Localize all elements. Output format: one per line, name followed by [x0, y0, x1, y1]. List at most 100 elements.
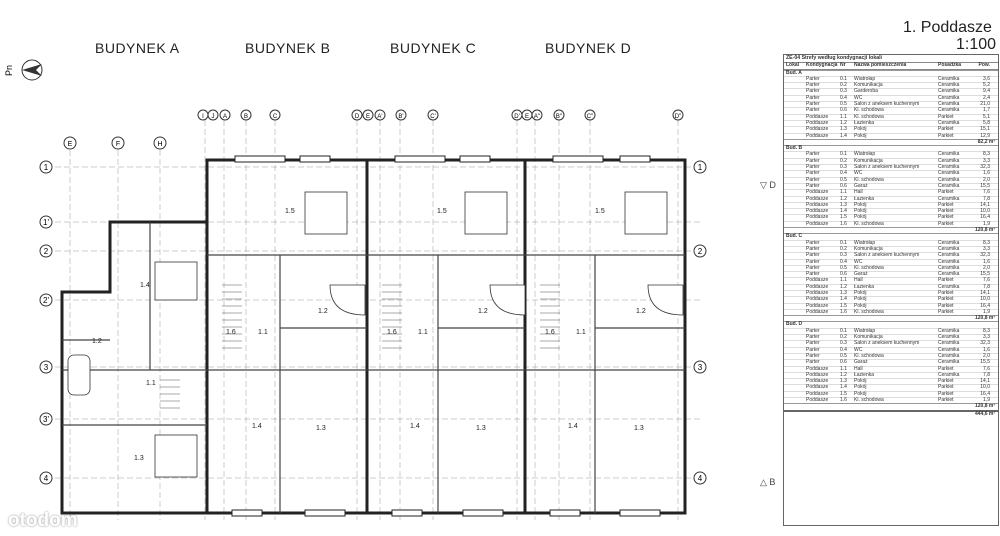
table-cell: 0.2: [840, 245, 847, 252]
grid-row-marker: 4: [39, 471, 53, 485]
table-cell: Wiatrołap: [854, 239, 876, 246]
table-cell: Parkiet: [938, 378, 954, 385]
table-cell: 0.4: [840, 94, 847, 101]
table-cell: Parkiet: [938, 214, 954, 221]
table-cell: 1.2: [840, 195, 847, 202]
table-cell: 0.4: [840, 170, 847, 177]
table-cell: 0.6: [840, 107, 847, 114]
table-cell: Wiatrołap: [854, 151, 876, 158]
bed-icon: [304, 191, 348, 235]
grid-row-marker: 4: [693, 471, 707, 485]
table-cell: Parkiet: [938, 296, 954, 303]
table-group-label: Bud. D: [784, 321, 998, 327]
north-arrow-icon: [22, 64, 42, 76]
table-cell: 15,5: [980, 182, 990, 189]
table-cell: Garderoba: [854, 88, 878, 95]
svg-text:1: 1: [698, 163, 703, 172]
table-cell: Poddasze: [806, 308, 829, 315]
table-cell: 0.1: [840, 75, 847, 82]
table-cell: 0.4: [840, 258, 847, 265]
table-cell: Pokój: [854, 289, 867, 296]
table-cell: Pokój: [854, 384, 867, 391]
table-cell: 1.4: [840, 132, 847, 139]
grid-col-marker: H: [153, 136, 167, 150]
grid-col-marker: D: [351, 109, 363, 121]
watermark: otodom: [8, 510, 78, 531]
table-cell: 32,3: [980, 340, 990, 347]
table-group-sum: 120,8 m²: [784, 227, 998, 233]
table-cell: Ceramika: [938, 346, 960, 353]
table-cell: 15,5: [980, 271, 990, 278]
table-cell: 1.6: [840, 220, 847, 227]
table-cell: Garaż: [854, 359, 868, 366]
table-cell: 1,9: [983, 220, 990, 227]
table-cell: Parkiet: [938, 201, 954, 208]
table-cell: Poddasze: [806, 220, 829, 227]
table-cell: Poddasze: [806, 390, 829, 397]
table-cell: Komunikacja: [854, 245, 883, 252]
table-cell: Ceramika: [938, 107, 960, 114]
table-cell: Parkiet: [938, 308, 954, 315]
svg-text:2: 2: [44, 247, 49, 256]
table-cell: 1.6: [840, 397, 847, 404]
table-cell: Parter: [806, 88, 820, 95]
table-cell: 7,6: [983, 277, 990, 284]
table-cell: Parkiet: [938, 208, 954, 215]
table-cell: Poddasze: [806, 132, 829, 139]
building-label-c: BUDYNEK C: [390, 40, 477, 56]
table-cell: Poddasze: [806, 126, 829, 133]
table-cell: Poddasze: [806, 296, 829, 303]
grid-col-marker: D": [672, 109, 684, 121]
windows: [231, 155, 661, 517]
table-cell: 12,9: [980, 132, 990, 139]
table-cell: Kl. schodowa: [854, 352, 884, 359]
table-cell: WC: [854, 170, 863, 177]
table-cell: Ceramika: [938, 151, 960, 158]
table-cell: 0.3: [840, 340, 847, 347]
room-label: 1.4: [568, 423, 578, 430]
table-cell: Parter: [806, 334, 820, 341]
table-cell: Łazienka: [854, 195, 875, 202]
grid-row-marker: 3: [39, 360, 53, 374]
table-cell: Parter: [806, 151, 820, 158]
table-cell: 1.4: [840, 384, 847, 391]
table-cell: Kl. schodowa: [854, 176, 884, 183]
table-cell: 3,6: [983, 75, 990, 82]
sheet-title: 1. Poddasze: [903, 19, 992, 36]
table-cell: Salon z aneksem kuchennym: [854, 340, 920, 347]
table-cell: Parter: [806, 264, 820, 271]
table-cell: Parkiet: [938, 384, 954, 391]
table-cell: 0.1: [840, 239, 847, 246]
grid-col-marker: D': [511, 109, 523, 121]
table-cell: 1,6: [983, 258, 990, 265]
table-cell: Poddasze: [806, 397, 829, 404]
table-cell: Ceramika: [938, 195, 960, 202]
table-cell: Poddasze: [806, 208, 829, 215]
bed-icon: [464, 191, 508, 235]
grid-col-marker: A': [374, 109, 386, 121]
table-cell: 8,3: [983, 151, 990, 158]
table-cell: Pokój: [854, 208, 867, 215]
table-cell: 7,6: [983, 189, 990, 196]
table-cell: Wiatrołap: [854, 75, 876, 82]
table-cell: Parkiet: [938, 397, 954, 404]
svg-text:1': 1': [43, 218, 49, 227]
table-cell: Kl. schodowa: [854, 220, 884, 227]
table-cell: Ceramika: [938, 264, 960, 271]
room-label: 1.4: [140, 282, 150, 289]
